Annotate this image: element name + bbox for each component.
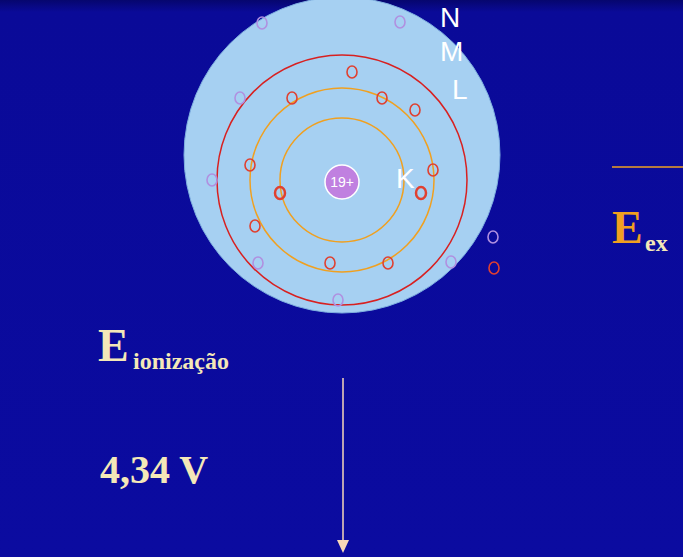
energy-subscript: ex — [645, 231, 668, 255]
m-shell — [217, 55, 467, 305]
arrow-head — [337, 540, 349, 553]
electron — [287, 92, 297, 104]
energy-symbol: E — [98, 323, 129, 369]
electron — [410, 104, 420, 116]
energy-level-line — [612, 166, 683, 168]
shell-name: N — [440, 4, 460, 32]
electron — [428, 164, 438, 176]
electron — [383, 257, 393, 269]
electron — [257, 17, 267, 29]
k-shell — [280, 118, 404, 242]
electron — [325, 257, 335, 269]
electron — [377, 92, 387, 104]
electron — [275, 187, 285, 199]
electron — [395, 16, 405, 28]
shell-name: K — [396, 165, 415, 193]
electron — [235, 92, 245, 104]
electron — [333, 294, 343, 306]
electron — [416, 187, 426, 199]
electron — [207, 174, 217, 186]
l-shell — [250, 88, 434, 272]
atom-body — [184, 0, 500, 313]
electrons — [207, 16, 499, 306]
electron — [489, 262, 499, 274]
electron — [488, 231, 498, 243]
electron — [250, 220, 260, 232]
energy-subscript: ionização — [133, 349, 229, 373]
electron — [347, 66, 357, 78]
shell-name: M — [440, 38, 463, 66]
shell-name: L — [452, 76, 468, 104]
nucleus-circle: 19+ — [324, 164, 360, 200]
energy-symbol: E — [612, 205, 643, 251]
electron — [253, 257, 263, 269]
ionization-arrow — [342, 378, 344, 542]
ionization-value: 4,34 V — [100, 450, 208, 490]
electron — [446, 256, 456, 268]
nucleus-charge: 19+ — [330, 174, 354, 190]
electron — [245, 159, 255, 171]
